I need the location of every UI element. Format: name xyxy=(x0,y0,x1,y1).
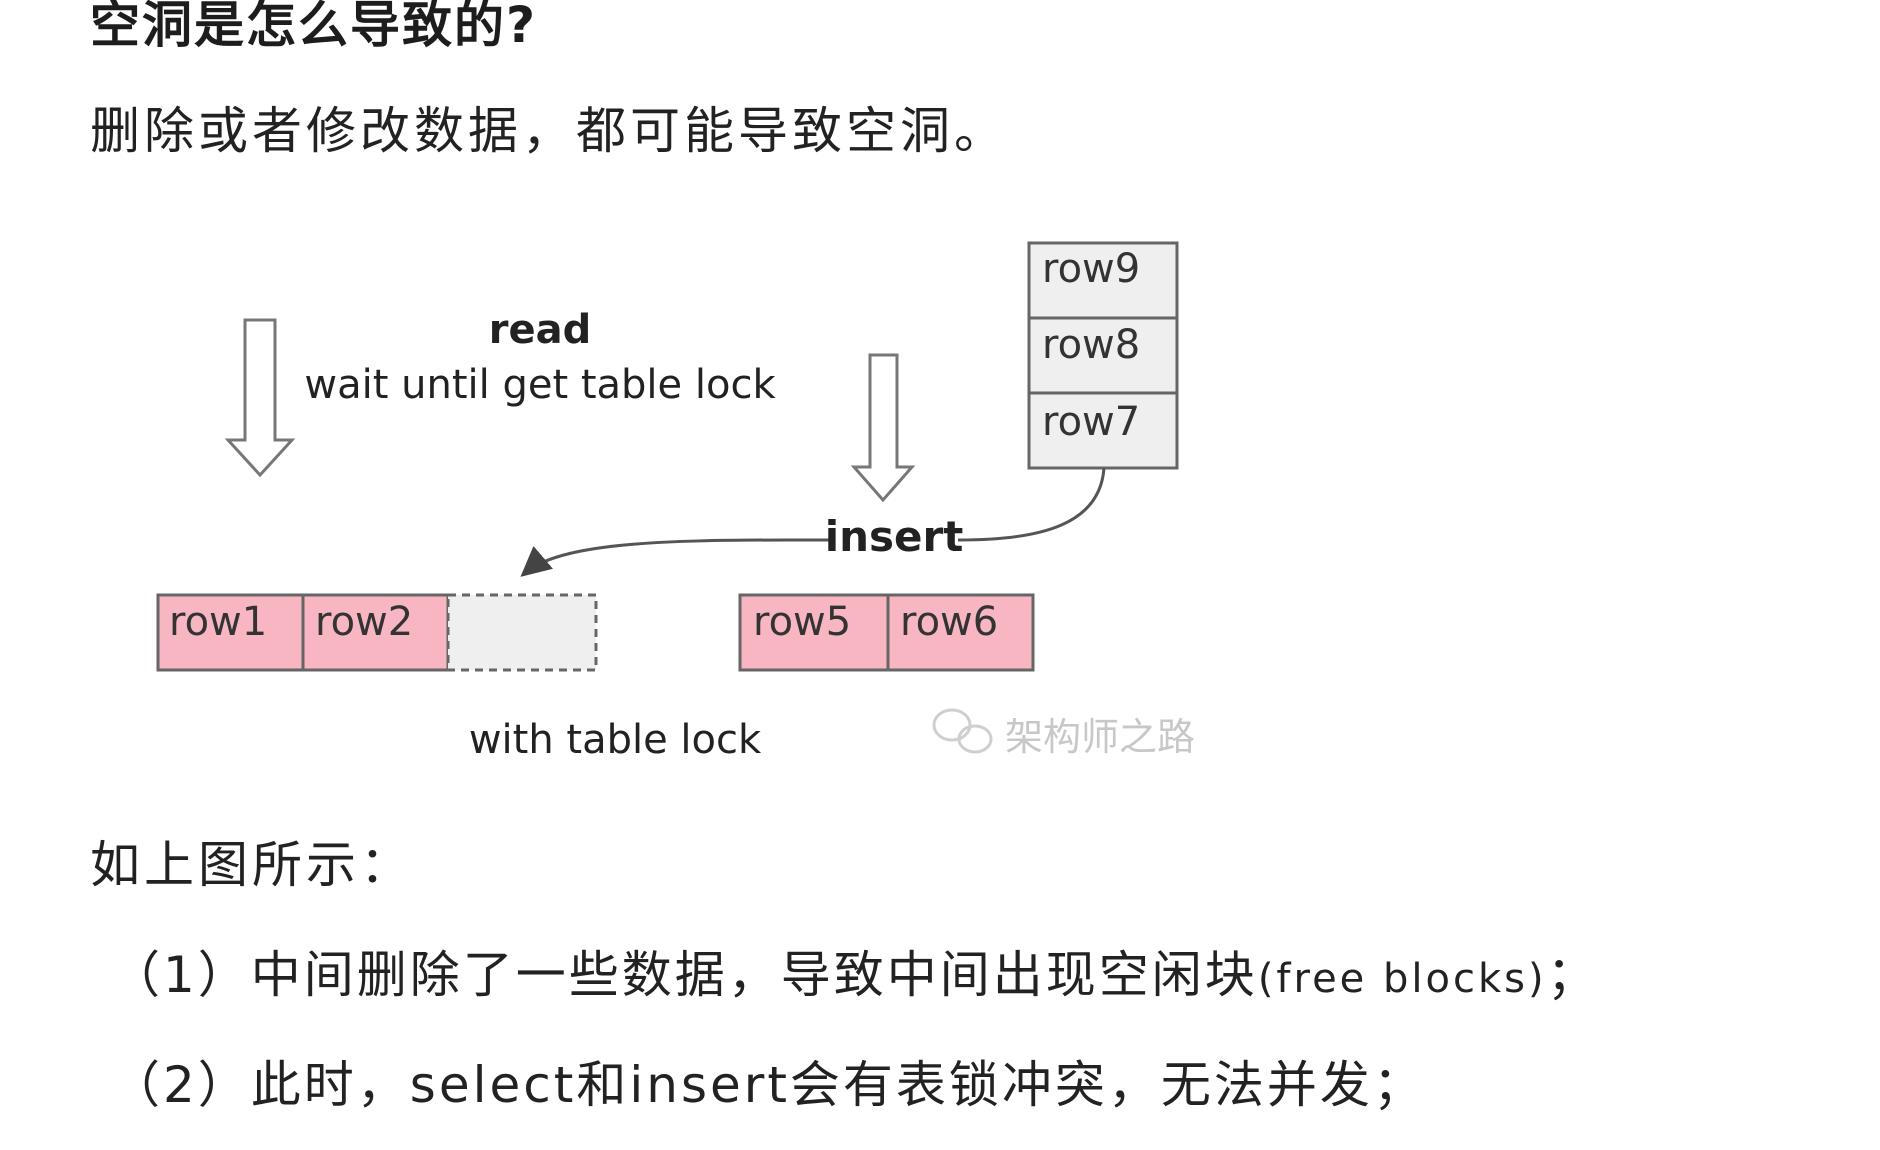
table-row-label: row5 xyxy=(753,599,851,645)
list-item-suffix: ； xyxy=(1546,946,1600,1004)
table-row-label: row1 xyxy=(169,599,267,645)
down-arrow-icon xyxy=(850,353,916,503)
table-row-label: row2 xyxy=(315,599,413,645)
wait-label: wait until get table lock xyxy=(304,362,776,408)
row-stack: row9 row8 row7 xyxy=(1027,241,1179,470)
wechat-logo-icon xyxy=(932,708,993,754)
table-right: row5 row6 xyxy=(738,593,1035,672)
table-left: row1 row2 xyxy=(156,593,598,672)
list-item-latin: (free blocks) xyxy=(1257,956,1547,1002)
lead-paragraph: 删除或者修改数据，都可能导致空洞。 xyxy=(90,102,1008,160)
list-item: （2）此时，select和insert会有表锁冲突，无法并发； xyxy=(110,1056,1426,1114)
list-item-text: （1）中间删除了一些数据，导致中间出现空闲块 xyxy=(110,946,1258,1004)
table-row-label: row6 xyxy=(900,599,998,645)
with-lock-label: with table lock xyxy=(469,717,762,763)
stack-row-label: row9 xyxy=(1042,246,1140,292)
down-arrow-icon xyxy=(224,318,296,478)
list-item: （1）中间删除了一些数据，导致中间出现空闲块(free blocks)； xyxy=(110,940,1600,1014)
read-label: read xyxy=(489,307,591,353)
insert-label: insert xyxy=(825,512,964,561)
curved-arrow-icon xyxy=(520,467,1106,577)
stack-row-label: row7 xyxy=(1042,399,1140,445)
stack-row-label: row8 xyxy=(1042,322,1140,368)
free-block xyxy=(446,593,598,672)
table-lock-diagram: read wait until get table lock row9 row8… xyxy=(140,225,1220,785)
page-title: 空洞是怎么导致的? xyxy=(90,0,538,54)
watermark-text: 架构师之路 xyxy=(1005,715,1195,759)
figure-caption: 如上图所示： xyxy=(90,836,414,894)
